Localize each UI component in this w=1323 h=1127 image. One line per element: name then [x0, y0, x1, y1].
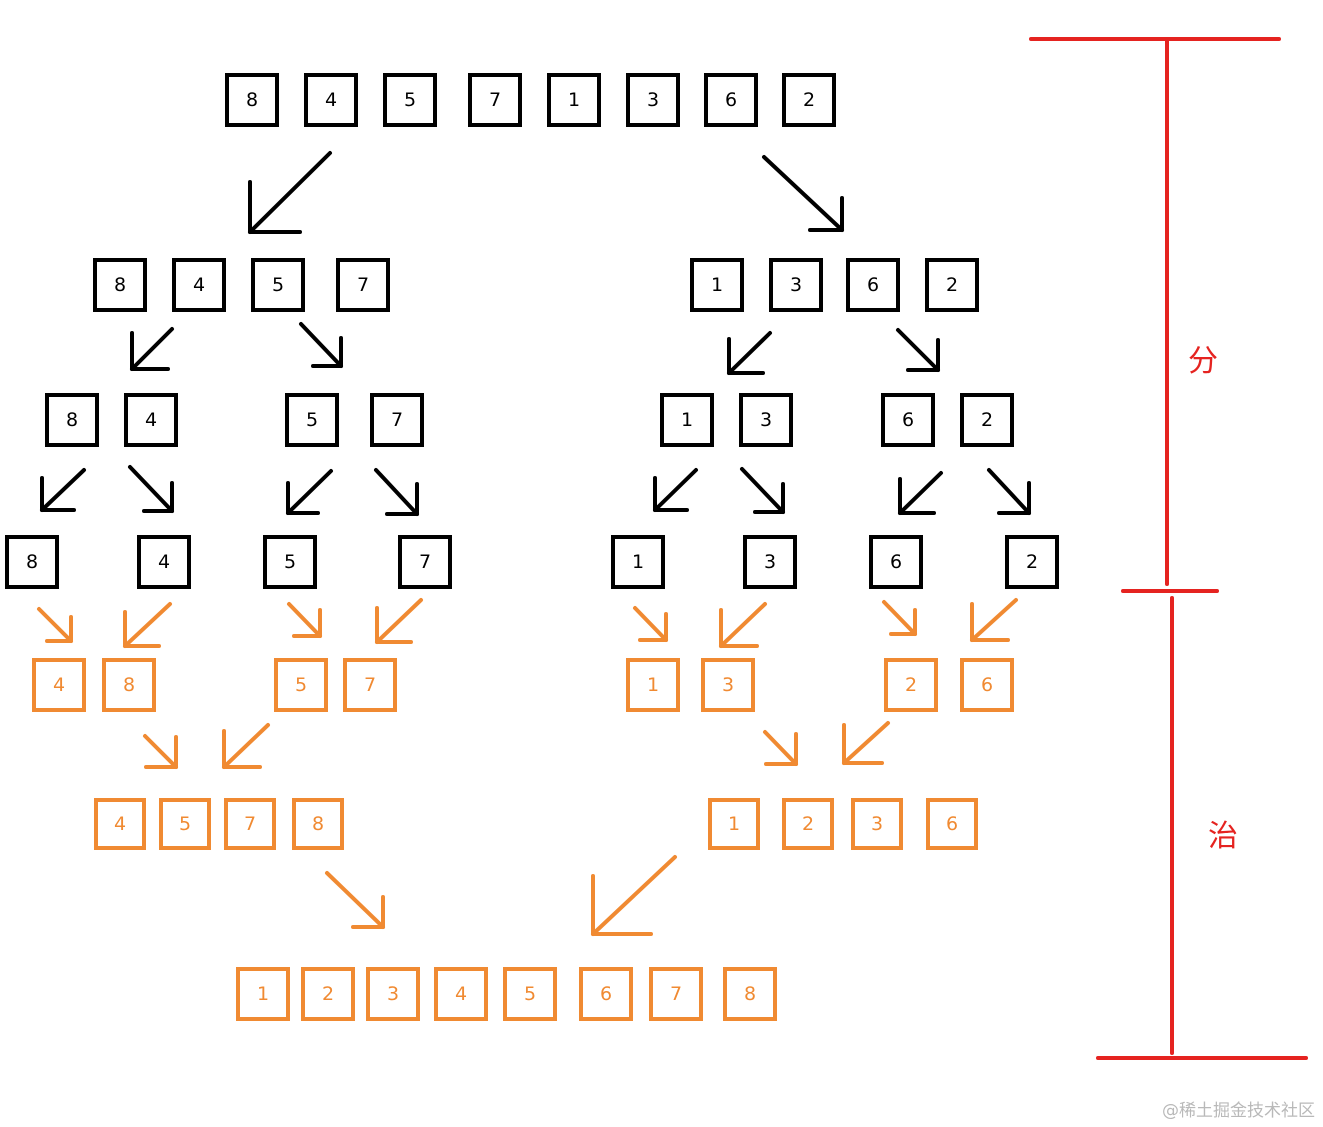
merge-box: 2: [782, 798, 834, 850]
arrow-icon: [740, 467, 785, 514]
arrow-icon: [898, 471, 943, 515]
divide-box: 4: [172, 258, 226, 312]
divide-box: 6: [846, 258, 900, 312]
merge-box: 5: [274, 658, 328, 712]
divide-box: 1: [547, 73, 601, 127]
arrow-icon: [727, 331, 772, 375]
arrow-icon: [299, 322, 343, 368]
arrow-icon: [287, 602, 322, 638]
merge-box: 1: [626, 658, 680, 712]
arrow-icon: [842, 721, 890, 765]
merge-box: 4: [32, 658, 86, 712]
arrow-icon: [653, 468, 698, 512]
divide-box: 3: [743, 535, 797, 589]
arrow-icon: [633, 606, 668, 642]
divide-box: 7: [468, 73, 522, 127]
arrow-icon: [130, 327, 174, 371]
divide-box: 6: [881, 393, 935, 447]
arrow-icon: [37, 607, 73, 643]
divide-box: 4: [304, 73, 358, 127]
divide-box: 2: [1005, 535, 1059, 589]
divide-box: 6: [704, 73, 758, 127]
arrow-icon: [123, 602, 172, 648]
arrow-icon: [222, 723, 270, 769]
divide-box: 3: [626, 73, 680, 127]
merge-box: 4: [434, 967, 488, 1021]
arrow-icon: [374, 468, 419, 516]
merge-box: 6: [579, 967, 633, 1021]
merge-box: 6: [960, 658, 1014, 712]
merge-box: 1: [708, 798, 760, 850]
arrow-icon: [719, 602, 767, 648]
watermark: @稀土掘金技术社区: [1162, 1101, 1315, 1121]
arrow-icon: [375, 598, 423, 644]
divide-box: 2: [960, 393, 1014, 447]
merge-box: 5: [503, 967, 557, 1021]
divide-box: 7: [370, 393, 424, 447]
divide-box: 4: [124, 393, 178, 447]
divide-box: 5: [251, 258, 305, 312]
merge-phase-label: 治: [1208, 819, 1238, 854]
divide-box: 6: [869, 535, 923, 589]
merge-box: 8: [102, 658, 156, 712]
divide-box: 1: [611, 535, 665, 589]
merge-box: 2: [301, 967, 355, 1021]
arrow-icon: [143, 734, 178, 769]
divide-phase-label: 分: [1188, 344, 1218, 379]
divide-box: 1: [660, 393, 714, 447]
arrow-icon: [882, 600, 917, 636]
merge-box: 3: [851, 798, 903, 850]
divide-box: 5: [383, 73, 437, 127]
divide-box: 4: [137, 535, 191, 589]
merge-box: 8: [723, 967, 777, 1021]
merge-box: 7: [343, 658, 397, 712]
divide-box: 5: [263, 535, 317, 589]
merge-box: 6: [926, 798, 978, 850]
arrow-icon: [325, 871, 385, 929]
merge-box: 5: [159, 798, 211, 850]
merge-box: 4: [94, 798, 146, 850]
merge-box: 3: [366, 967, 420, 1021]
arrow-icon: [286, 469, 333, 515]
merge-box: 8: [292, 798, 344, 850]
divide-box: 8: [93, 258, 147, 312]
arrow-icon: [248, 151, 332, 234]
arrow-icon: [987, 468, 1031, 515]
arrow-icon: [762, 155, 844, 232]
arrow-icon: [970, 598, 1018, 642]
divide-box: 3: [739, 393, 793, 447]
divide-box: 8: [45, 393, 99, 447]
merge-box: 1: [236, 967, 290, 1021]
divide-box: 3: [769, 258, 823, 312]
divide-box: 1: [690, 258, 744, 312]
divide-box: 8: [225, 73, 279, 127]
merge-box: 3: [701, 658, 755, 712]
divide-box: 7: [336, 258, 390, 312]
merge-box: 7: [224, 798, 276, 850]
arrow-icon: [896, 328, 940, 372]
divide-box: 2: [925, 258, 979, 312]
merge-box: 2: [884, 658, 938, 712]
divide-box: 5: [285, 393, 339, 447]
arrow-icon: [763, 730, 798, 766]
arrow-icon: [128, 465, 174, 513]
divide-box: 8: [5, 535, 59, 589]
arrow-icon: [40, 468, 86, 512]
arrow-icon: [591, 855, 677, 936]
divide-box: 2: [782, 73, 836, 127]
divide-box: 7: [398, 535, 452, 589]
merge-box: 7: [649, 967, 703, 1021]
